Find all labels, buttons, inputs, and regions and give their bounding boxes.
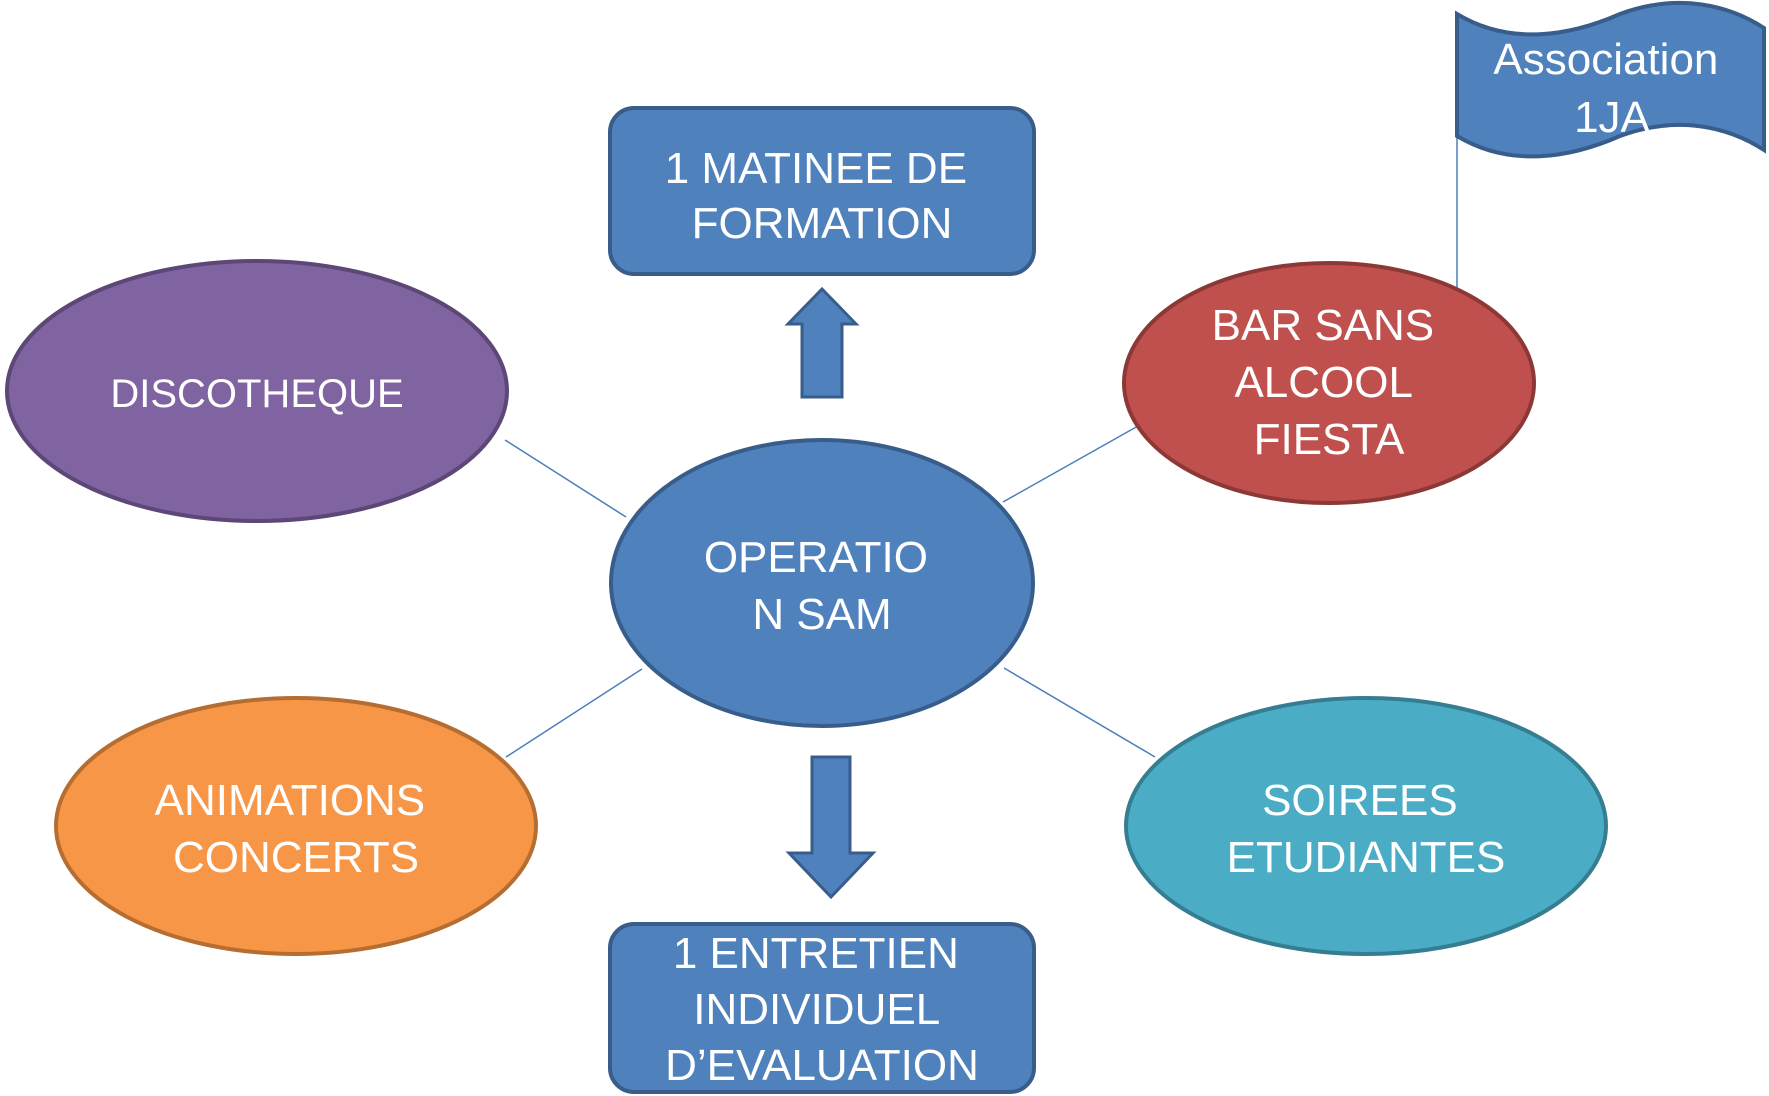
association-flag-line-1: Association xyxy=(1493,35,1718,84)
training-morning-label: 1 MATINEE DE FORMATION xyxy=(665,144,980,248)
evaluation-interview-box xyxy=(608,922,1036,1094)
bar-sans-alcool-label: BAR SANS ALCOOL FIESTA xyxy=(1212,301,1447,464)
discotheque-node: DISCOTHEQUE xyxy=(5,259,509,523)
evaluation-interview-line-1: 1 ENTRETIEN xyxy=(673,929,959,978)
animations-concerts-label: ANIMATIONS CONCERTS xyxy=(155,776,438,882)
operation-sam-ellipse xyxy=(609,438,1035,728)
evaluation-interview-node: 1 ENTRETIEN INDIVIDUEL D’EVALUATION xyxy=(608,922,1036,1094)
training-morning-node: 1 MATINEE DE FORMATION xyxy=(608,106,1036,276)
soirees-etudiantes-ellipse xyxy=(1124,696,1608,956)
animations-concerts-ellipse xyxy=(54,696,538,956)
soirees-etudiantes-node: SOIREES ETUDIANTES xyxy=(1124,696,1608,956)
discotheque-label: DISCOTHEQUE xyxy=(110,372,403,416)
soirees-etudiantes-line-2: ETUDIANTES xyxy=(1227,833,1506,882)
operation-sam-line-2: N SAM xyxy=(752,590,891,639)
bar-sans-alcool-ellipse xyxy=(1122,261,1536,505)
bar-sans-alcool-line-3: FIESTA xyxy=(1254,415,1405,464)
bar-sans-alcool-line-2: ALCOOL xyxy=(1234,358,1412,407)
up-arrow-icon xyxy=(784,286,860,399)
connector-bar xyxy=(1002,425,1139,503)
evaluation-interview-line-3: D’EVALUATION xyxy=(665,1041,979,1090)
connector-soirees xyxy=(1003,667,1156,758)
down-arrow-icon xyxy=(785,755,877,900)
training-morning-line-2: FORMATION xyxy=(692,199,953,248)
evaluation-interview-line-2: INDIVIDUEL xyxy=(693,985,939,1034)
association-flag: Association 1JA xyxy=(1455,0,1766,159)
soirees-etudiantes-line-1: SOIREES xyxy=(1262,776,1458,825)
connector-discotheque xyxy=(504,439,627,518)
animations-concerts-node: ANIMATIONS CONCERTS xyxy=(54,696,538,956)
association-flag-line-2: 1JA xyxy=(1574,93,1650,142)
training-morning-line-1: 1 MATINEE DE xyxy=(665,144,967,193)
animations-concerts-line-2: CONCERTS xyxy=(173,833,419,882)
discotheque-line-1: DISCOTHEQUE xyxy=(110,372,403,416)
flag-banner-icon xyxy=(1455,0,1766,159)
training-morning-box xyxy=(608,106,1036,276)
soirees-etudiantes-label: SOIREES ETUDIANTES xyxy=(1227,776,1506,882)
evaluation-interview-label: 1 ENTRETIEN INDIVIDUEL D’EVALUATION xyxy=(665,929,979,1090)
discotheque-ellipse xyxy=(5,259,509,523)
operation-sam-line-1: OPERATIO xyxy=(704,533,928,582)
bar-sans-alcool-node: BAR SANS ALCOOL FIESTA xyxy=(1122,261,1536,505)
connector-animations xyxy=(505,668,643,758)
operation-sam-node: OPERATIO N SAM xyxy=(609,438,1035,728)
association-flag-label: Association 1JA xyxy=(1493,35,1730,142)
operation-sam-label: OPERATIO N SAM xyxy=(704,533,940,639)
bar-sans-alcool-line-1: BAR SANS xyxy=(1212,301,1435,350)
animations-concerts-line-1: ANIMATIONS xyxy=(155,776,426,825)
